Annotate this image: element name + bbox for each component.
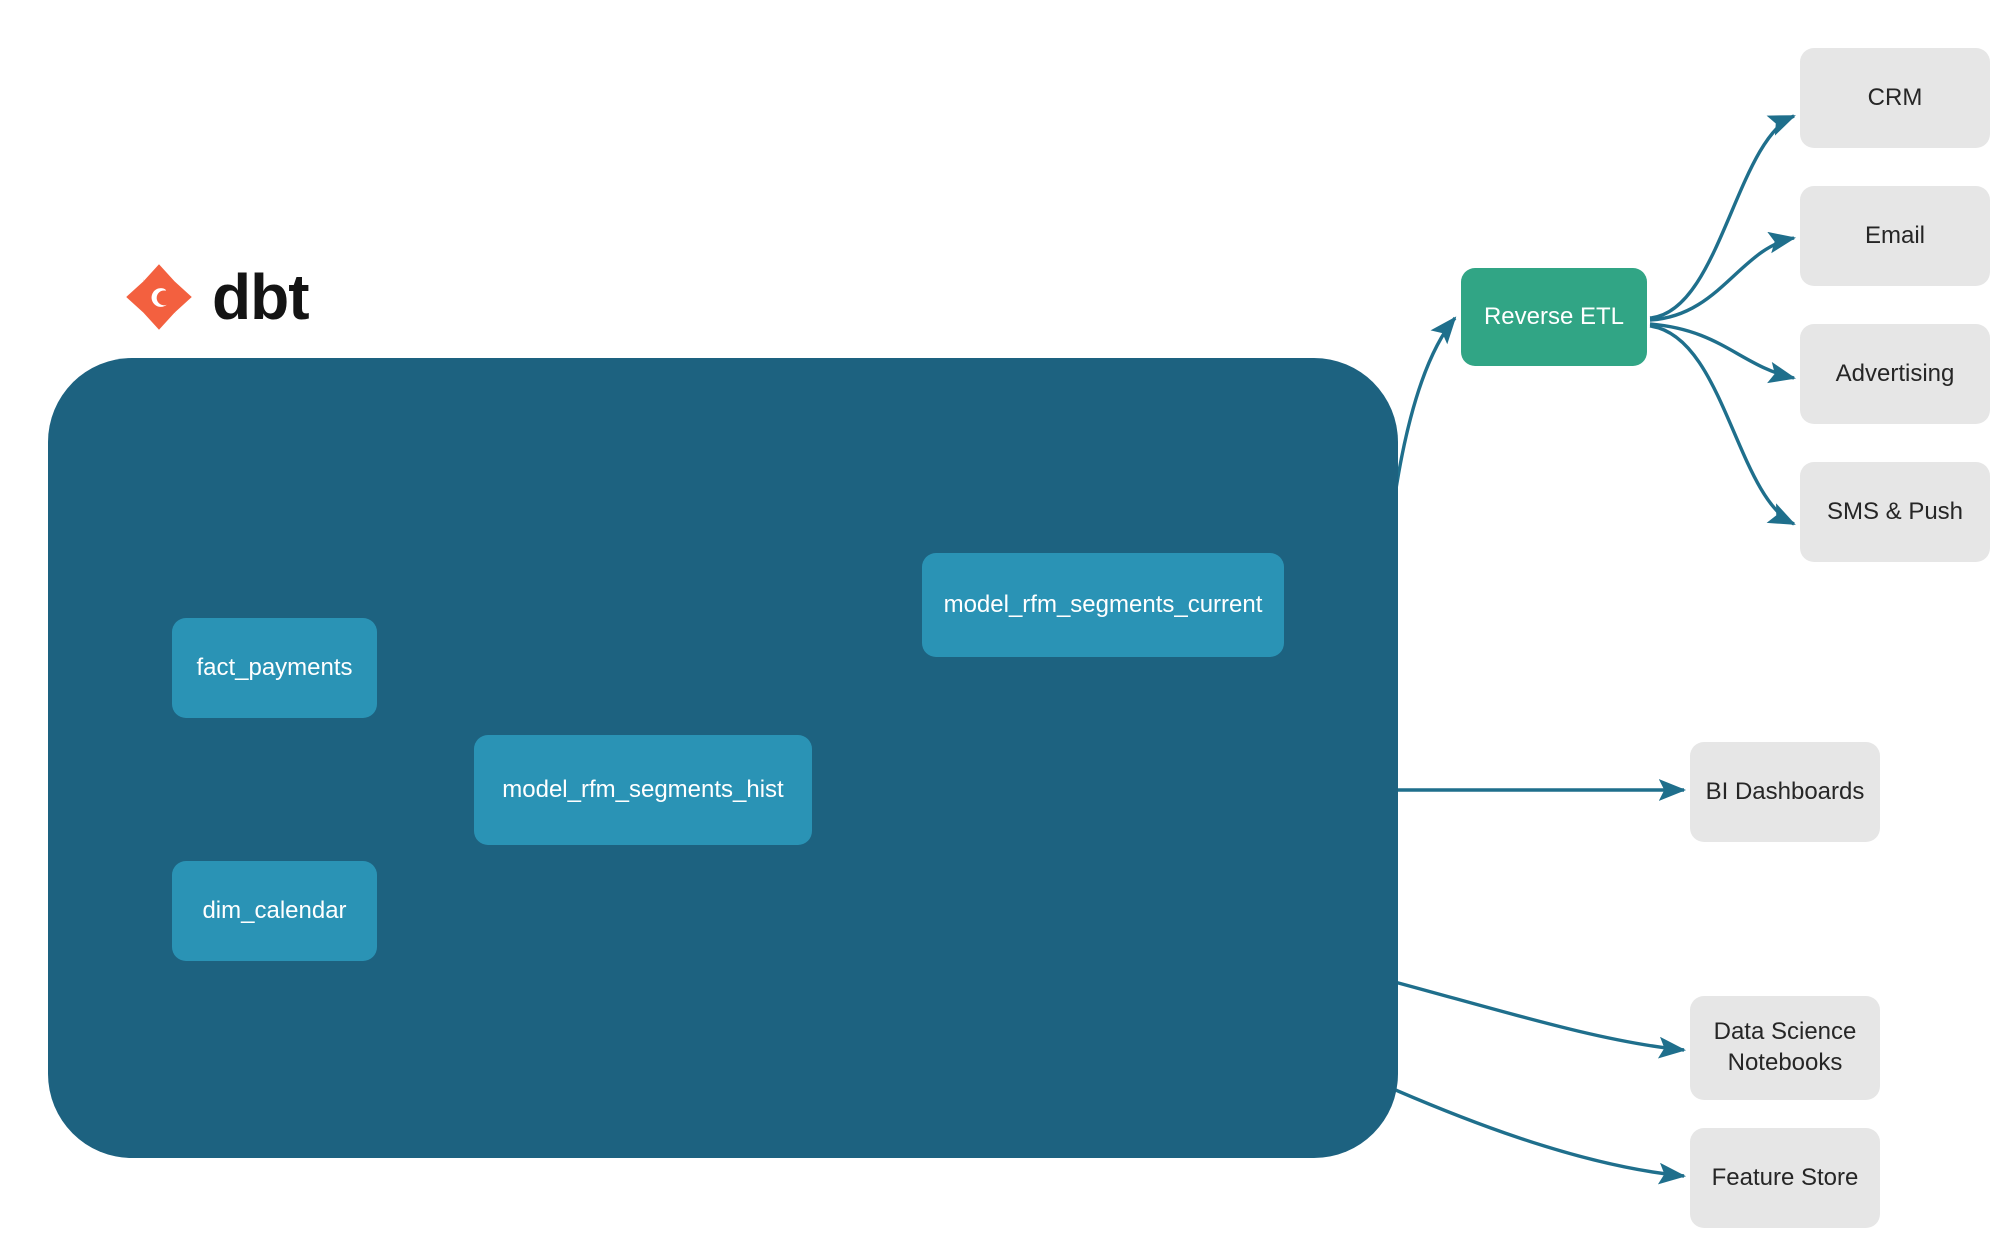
- node-label: Reverse ETL: [1483, 303, 1625, 330]
- destination-crm[interactable]: CRM: [1800, 48, 1990, 148]
- node-reverse-etl[interactable]: Reverse ETL: [1461, 268, 1647, 366]
- destination-label: BI Dashboards: [1705, 777, 1865, 805]
- destination-data-science-notebooks[interactable]: Data Science Notebooks: [1690, 996, 1880, 1100]
- destination-bi-dashboards[interactable]: BI Dashboards: [1690, 742, 1880, 842]
- node-model-rfm-segments-hist[interactable]: model_rfm_segments_hist: [474, 735, 812, 845]
- edge-reverse-etl-to-advertising: [1649, 322, 1796, 384]
- destination-feature-store[interactable]: Feature Store: [1690, 1128, 1880, 1228]
- edge-reverse-etl-to-sms-push: [1649, 324, 1796, 526]
- dbt-logo-icon: [126, 264, 192, 330]
- dbt-wordmark: dbt: [212, 261, 309, 333]
- node-fact-payments[interactable]: fact_payments: [172, 618, 377, 718]
- edge-reverse-etl-to-crm: [1649, 114, 1796, 320]
- destination-label: Advertising: [1835, 359, 1955, 387]
- destination-advertising[interactable]: Advertising: [1800, 324, 1990, 424]
- node-model-rfm-segments-current[interactable]: model_rfm_segments_current: [922, 553, 1284, 657]
- edge-to-ds-notebooks: [1379, 976, 1687, 1059]
- node-label: fact_payments: [196, 654, 353, 681]
- destination-email[interactable]: Email: [1800, 186, 1990, 286]
- node-label: dim_calendar: [202, 897, 347, 924]
- destination-sms-push[interactable]: SMS & Push: [1800, 462, 1990, 562]
- node-label: model_rfm_segments_current: [943, 591, 1263, 618]
- destination-label: Feature Store: [1711, 1163, 1859, 1191]
- node-dim-calendar[interactable]: dim_calendar: [172, 861, 377, 961]
- destination-label: Email: [1864, 221, 1925, 249]
- destination-label-line2: Notebooks: [1727, 1049, 1843, 1076]
- destination-label: CRM: [1867, 83, 1923, 111]
- destination-label: SMS & Push: [1826, 497, 1964, 525]
- edge-reverse-etl-to-email: [1649, 231, 1797, 322]
- destination-label-line1: Data Science: [1713, 1018, 1857, 1046]
- node-label: model_rfm_segments_hist: [502, 776, 784, 803]
- dbt-logo: dbt: [120, 258, 309, 336]
- destination-label: Data Science Notebooks: [1714, 1017, 1857, 1078]
